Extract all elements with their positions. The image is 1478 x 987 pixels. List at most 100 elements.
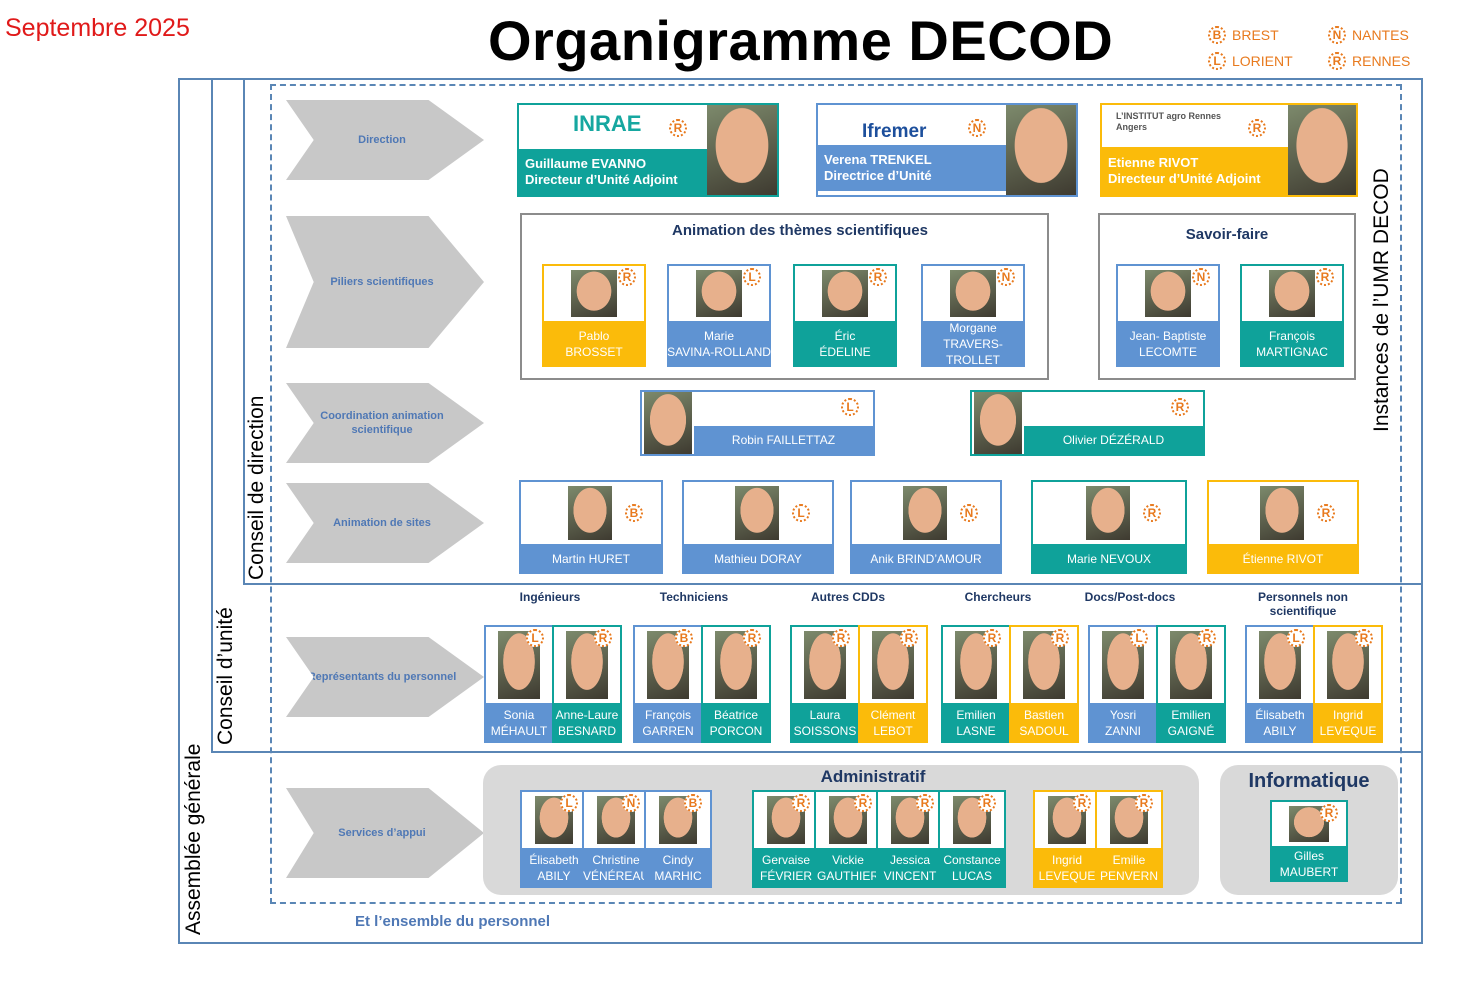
- portrait-photo: [707, 105, 777, 195]
- person-first-name: François: [1268, 329, 1315, 343]
- site-badge-icon: R: [594, 629, 612, 647]
- site-namebar: Martin HURET: [519, 544, 663, 574]
- representants-category: Ingénieurs: [519, 590, 581, 604]
- site-badge-icon: N: [968, 119, 986, 137]
- site-badge-icon: N: [1192, 268, 1210, 286]
- person-last-name: GAUTHIER: [816, 869, 879, 883]
- site-badge-icon: L: [1130, 629, 1148, 647]
- person-first-name: Cindy: [662, 853, 694, 867]
- person-last-name: LASNE: [956, 724, 996, 738]
- person-first-name: Anne-Laure: [555, 708, 619, 722]
- portrait-photo: [1260, 486, 1304, 540]
- lorient-badge-icon: L: [1208, 52, 1226, 70]
- site-namebar: Étienne RIVOT: [1207, 544, 1359, 574]
- site-badge-icon: L: [526, 629, 544, 647]
- person-first-name: Sonia: [503, 708, 535, 722]
- instances-label: Instances de l’UMR DECOD: [1370, 168, 1393, 432]
- legend-brest: B BREST: [1208, 26, 1279, 44]
- portrait-photo: [644, 392, 692, 454]
- direction-card: Ifremer N Verena TRENKEL Directrice d’Un…: [816, 103, 1078, 197]
- person-last-name: LECOMTE: [1138, 345, 1197, 359]
- portrait-photo: [568, 486, 612, 540]
- direction-namebar: Verena TRENKEL Directrice d’Unité: [818, 145, 1010, 191]
- person-last-name: VÉNÉREAU: [582, 869, 650, 883]
- site-badge-icon: R: [1355, 629, 1373, 647]
- representants-category: Autres CDDs: [810, 590, 885, 604]
- person-first-name: Bastien: [1023, 708, 1065, 722]
- direction-card: L’INSTITUT agro Rennes Angers R Etienne …: [1100, 103, 1358, 197]
- site-badge-icon: R: [1198, 629, 1216, 647]
- site-badge-icon: R: [916, 794, 934, 812]
- conseil-direction-label: Conseil de direction: [245, 395, 268, 580]
- representants-category: Personnels non scientifique: [1257, 590, 1349, 618]
- person-first-name: Christine: [592, 853, 640, 867]
- person-first-name: Ingrid: [1332, 708, 1364, 722]
- inrae-logo: INRAE: [573, 111, 642, 136]
- person-first-name: Emilien: [1171, 708, 1211, 722]
- person-last-name: PORCON: [709, 724, 763, 738]
- person-first-name: Jean- Baptiste: [1129, 329, 1207, 343]
- person-first-name: Pablo: [578, 329, 610, 343]
- site-badge-icon: R: [1248, 119, 1266, 137]
- conseil-unite-label: Conseil d’unité: [214, 607, 237, 745]
- site-badge-icon: N: [622, 794, 640, 812]
- person-last-name: LEVEQUE: [1038, 869, 1096, 883]
- person-last-name: SADOUL: [1019, 724, 1069, 738]
- savoir-faire-title: Savoir-faire: [1185, 226, 1269, 243]
- person-last-name: MÉHAULT: [490, 724, 548, 738]
- person-first-name: Marie: [703, 329, 734, 343]
- site-badge-icon: L: [560, 794, 578, 812]
- person-last-name: LUCAS: [951, 869, 992, 883]
- person-first-name: Gilles: [1293, 849, 1324, 863]
- site-namebar: Mathieu DORAY: [682, 544, 834, 574]
- assemblee-label: Assemblée générale: [182, 743, 205, 935]
- page-title: Organigramme DECOD: [488, 9, 1114, 72]
- person-last-name: MARHIC: [654, 869, 702, 883]
- portrait-photo: [1145, 270, 1191, 317]
- informatique-title: Informatique: [1248, 770, 1370, 792]
- person-last-name: GARREN: [642, 724, 694, 738]
- person-first-name: François: [644, 708, 691, 722]
- site-badge-icon: R: [832, 629, 850, 647]
- person-last-name: MAUBERT: [1279, 865, 1339, 879]
- person-last-name: PENVERN: [1099, 869, 1158, 883]
- portrait-photo: [1269, 270, 1315, 317]
- site-badge-icon: R: [1073, 794, 1091, 812]
- direction-namebar: Etienne RIVOT Directeur d’Unité Adjoint: [1102, 147, 1292, 195]
- site-badge-icon: R: [869, 268, 887, 286]
- portrait-photo: [950, 270, 996, 317]
- brest-badge-icon: B: [1208, 26, 1226, 44]
